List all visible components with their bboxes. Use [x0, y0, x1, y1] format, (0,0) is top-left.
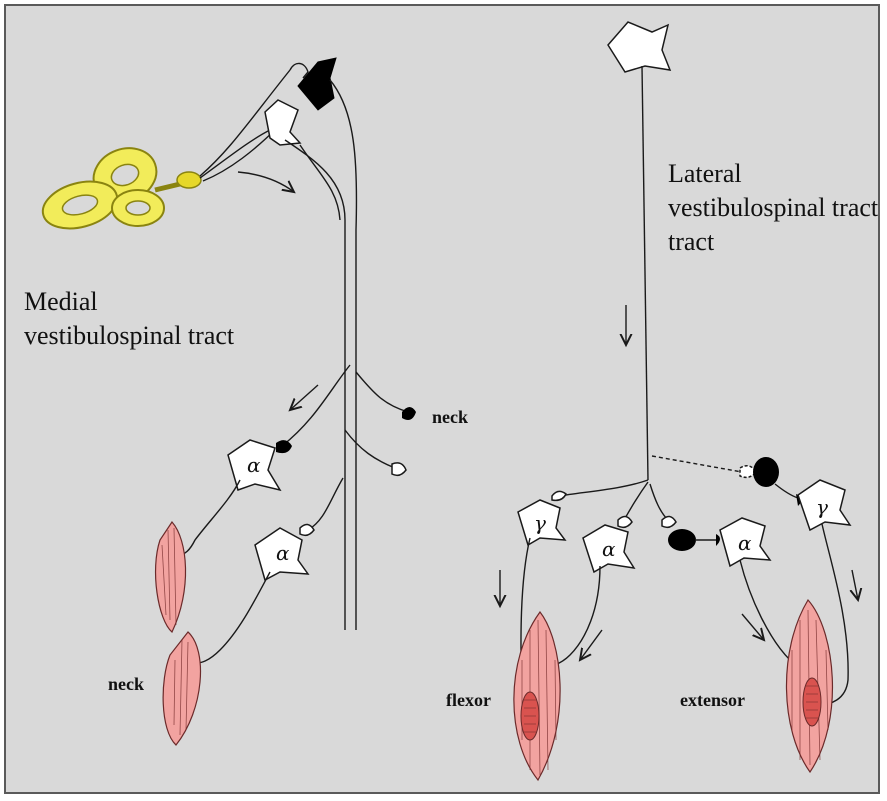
vestibular-nucleus-white-neuron [265, 100, 300, 145]
vestibular-ganglion [177, 172, 201, 188]
lateral-label-line3: tract [668, 227, 715, 256]
lateral-label-line2: vestibulospinal tract [668, 193, 879, 222]
alpha-label-lower: α [276, 541, 290, 565]
gamma-label-left: γ [534, 511, 546, 535]
gamma-label-right: γ [816, 495, 828, 519]
lateral-vestibular-neuron [608, 22, 670, 72]
medial-label-line2: vestibulospinal tract [24, 321, 235, 350]
medial-label-line1: Medial [24, 287, 98, 316]
extensor-muscle [786, 600, 832, 772]
neck-terminal-right [402, 407, 416, 420]
neck-label-upper: neck [432, 407, 468, 427]
interneuron-black-left [668, 529, 696, 551]
synapse-black-terminal [276, 440, 292, 453]
neck-muscle-lower [163, 632, 200, 745]
neck-muscle-upper [156, 522, 186, 632]
alpha-label-extensor: α [738, 531, 752, 555]
alpha-label-upper: α [247, 453, 261, 477]
alpha-label-flexor: α [602, 537, 616, 561]
extensor-label: extensor [680, 690, 745, 710]
vestibular-labyrinth [38, 140, 180, 236]
lateral-label-line1: Lateral [668, 159, 742, 188]
neck-label-lower: neck [108, 674, 144, 694]
interneuron-black-right [753, 457, 779, 487]
flexor-label: flexor [446, 690, 491, 710]
